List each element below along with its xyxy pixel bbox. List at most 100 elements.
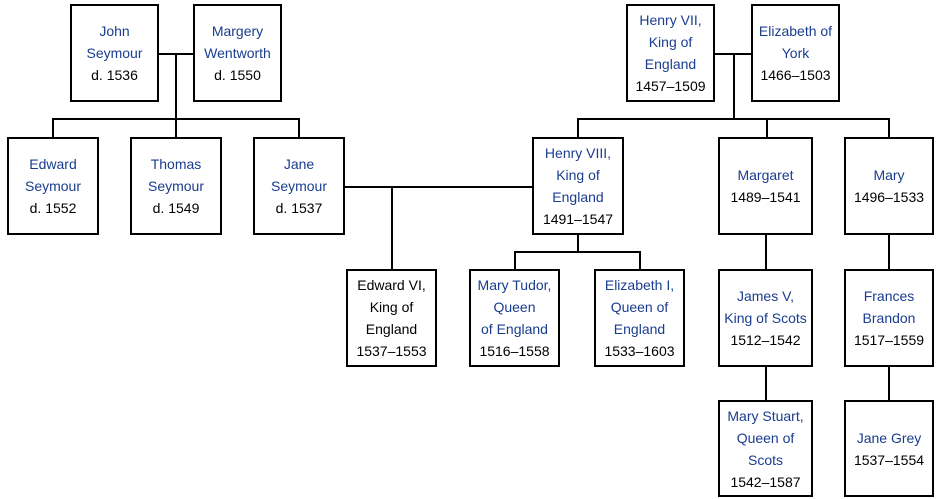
person-name-line: Seymour [86, 45, 143, 61]
person-name-mary-stuart[interactable]: Mary Stuart, Queen of Scots [727, 405, 803, 471]
person-dates: 1489–1541 [730, 189, 801, 205]
connector-line [52, 118, 54, 137]
person-name-line: Edward VI, [357, 277, 426, 293]
person-name-mary-tudor[interactable]: Mary Tudor, Queen of England [478, 274, 552, 340]
person-name-james-v[interactable]: James V, King of Scots [724, 285, 807, 329]
person-box-henry-viii[interactable]: Henry VIII, King of England 1491–1547 [532, 137, 624, 235]
connector-line [514, 251, 516, 269]
person-name-line: King of Scots [724, 310, 807, 326]
person-name-line: Jane Grey [856, 429, 922, 446]
person-name-mary[interactable]: Mary [873, 164, 904, 186]
connector-line [175, 53, 177, 119]
person-dates: 1542–1587 [730, 473, 801, 490]
person-name-line: Mary Tudor, [477, 277, 552, 293]
connector-line [766, 118, 768, 137]
person-name-line: Scots [747, 451, 783, 468]
person-box-elizabeth-of-york[interactable]: Elizabeth of York 1466–1503 [751, 4, 840, 102]
person-name-elizabeth-of-york[interactable]: Elizabeth of York [759, 20, 832, 64]
connector-line [765, 235, 767, 269]
person-name-margaret[interactable]: Margaret [737, 164, 793, 186]
person-name-line: of England [481, 321, 548, 337]
person-dates: 1466–1503 [760, 67, 831, 83]
person-name-line: Elizabeth of [758, 23, 833, 39]
connector-line [888, 235, 890, 269]
person-name-line: England [644, 56, 697, 72]
person-name-line: Queen of [610, 299, 669, 315]
connector-line [514, 251, 641, 253]
person-name-line: Margaret [737, 167, 794, 183]
person-dates: d. 1537 [275, 200, 323, 216]
person-dates: 1537–1554 [853, 451, 925, 468]
connector-line [733, 53, 735, 119]
connector-line [391, 186, 393, 269]
person-name-line: King of [369, 299, 414, 315]
person-name-line: Queen of [736, 429, 795, 446]
person-box-edward-vi: Edward VI, King of England 1537–1553 [346, 269, 437, 367]
person-name-line: Seymour [270, 178, 328, 194]
person-dates: d. 1549 [152, 200, 200, 216]
person-name-line: Mary [873, 167, 905, 183]
person-name-line: Henry VIII, [544, 145, 612, 161]
person-box-mary-stuart[interactable]: Mary Stuart, Queen of Scots 1542–1587 [718, 400, 813, 497]
person-name-edward-vi: Edward VI, King of England [357, 274, 425, 340]
person-name-line: King of [556, 167, 600, 183]
connector-line [298, 118, 300, 137]
connector-line [639, 251, 641, 269]
person-name-line: John [99, 23, 130, 39]
connector-line [888, 118, 890, 137]
person-name-line: Mary Stuart, [727, 407, 804, 424]
person-dates: d. 1536 [91, 67, 138, 83]
person-box-mary-tudor[interactable]: Mary Tudor, Queen of England 1516–1558 [469, 269, 560, 367]
person-name-line: England [552, 189, 604, 205]
person-name-henry-vii[interactable]: Henry VII, King of England [639, 9, 701, 75]
person-name-line: Seymour [147, 178, 205, 194]
person-dates: d. 1550 [214, 67, 261, 83]
person-dates: d. 1552 [29, 200, 77, 216]
person-name-line: Edward [29, 156, 77, 172]
person-box-jane-grey[interactable]: Jane Grey 1537–1554 [844, 400, 934, 497]
person-box-james-v[interactable]: James V, King of Scots 1512–1542 [718, 269, 813, 367]
person-name-line: Seymour [24, 178, 82, 194]
person-dates: 1512–1542 [730, 332, 801, 348]
person-box-mary[interactable]: Mary 1496–1533 [844, 137, 934, 235]
connector-line [888, 367, 890, 400]
person-dates: 1537–1553 [356, 343, 427, 359]
person-name-line: Henry VII, [639, 12, 702, 28]
connector-line [175, 118, 177, 137]
person-dates: 1496–1533 [853, 189, 925, 205]
person-dates: 1457–1509 [635, 78, 706, 94]
person-dates: 1491–1547 [542, 211, 614, 227]
person-name-line: Jane [283, 156, 315, 172]
person-box-henry-vii[interactable]: Henry VII, King of England 1457–1509 [626, 4, 715, 102]
connector-line [577, 118, 579, 137]
person-dates: 1516–1558 [479, 343, 550, 359]
person-name-elizabeth-i[interactable]: Elizabeth I, Queen of England [605, 274, 674, 340]
person-name-line: England [613, 321, 666, 337]
connector-line [577, 235, 579, 252]
person-name-line: Thomas [150, 156, 202, 172]
connector-line [577, 118, 890, 120]
person-name-line: Frances [863, 288, 915, 304]
person-name-line: England [365, 321, 418, 337]
person-name-jane-grey[interactable]: Jane Grey [857, 427, 922, 449]
person-name-henry-viii[interactable]: Henry VIII, King of England [545, 142, 611, 208]
person-name-line: Queen [493, 299, 536, 315]
person-name-line: James V, [736, 288, 795, 304]
person-name-line: Elizabeth I, [604, 277, 675, 293]
person-name-line: King of [648, 34, 693, 50]
person-box-margaret[interactable]: Margaret 1489–1541 [718, 137, 813, 235]
person-name-line: York [781, 45, 810, 61]
